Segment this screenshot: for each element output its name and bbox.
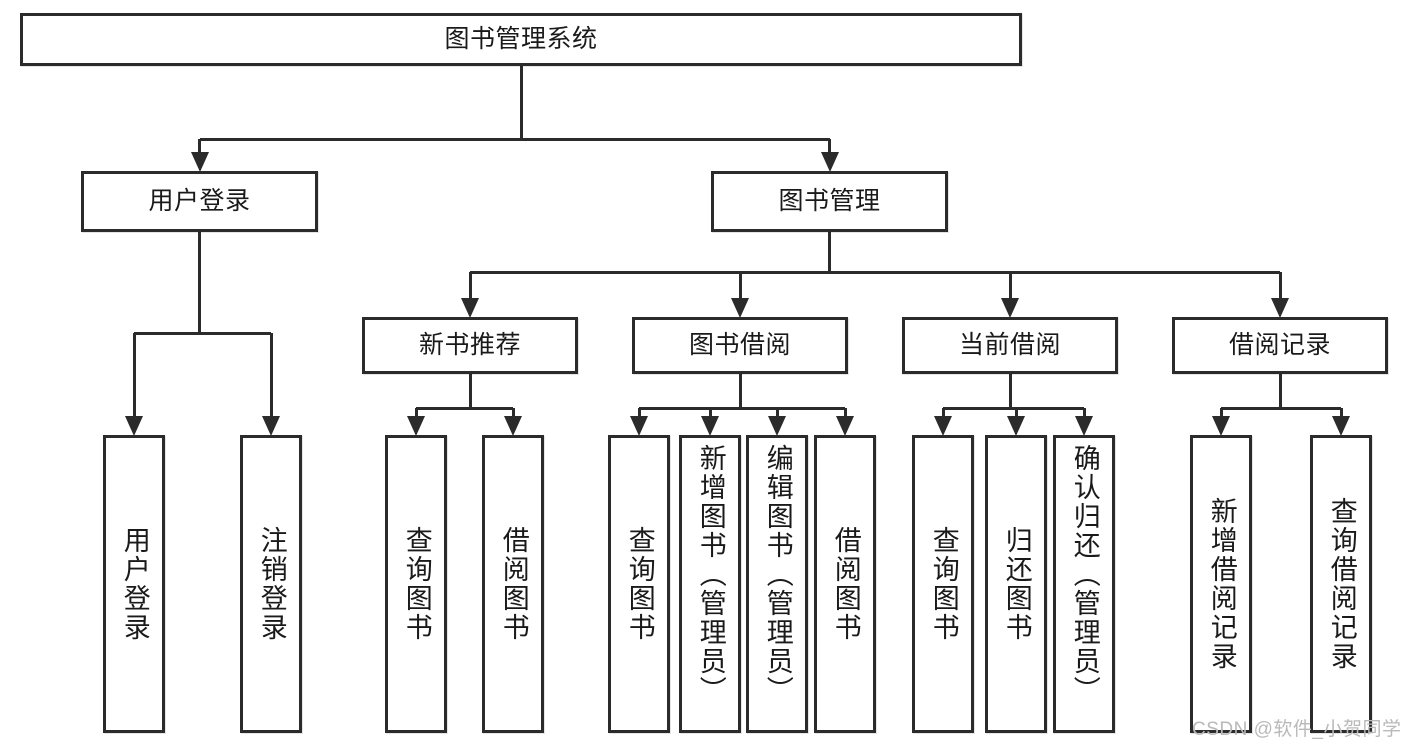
new-book-rec-trunk [468, 374, 472, 408]
node-root-label: 图书管理系统 [444, 25, 598, 53]
book-borrow-branch-3 [843, 408, 847, 417]
node-leaf-return-book[interactable]: 归还图书 [985, 435, 1047, 733]
user-login-bus [134, 331, 271, 335]
new-book-rec-branch-1 [511, 408, 515, 417]
book-borrow-branch-0 [637, 408, 641, 417]
node-current-borrow-label: 当前借阅 [958, 331, 1061, 359]
book-manage-branch-3 [1278, 272, 1282, 299]
current-borrow-arrow-1 [1007, 416, 1025, 436]
node-borrow-record[interactable]: 借阅记录 [1172, 317, 1388, 374]
borrow-record-branch-0 [1219, 408, 1223, 417]
node-book-manage-label: 图书管理 [778, 187, 881, 215]
node-book-borrow[interactable]: 图书借阅 [632, 317, 848, 374]
node-leaf-user-login-label: 用户登录 [119, 526, 150, 642]
node-leaf-query-book-3[interactable]: 查询图书 [912, 435, 974, 733]
user-login-arrow-1 [262, 416, 280, 436]
current-borrow-branch-0 [941, 408, 945, 417]
book-manage-bus [470, 270, 1280, 274]
node-leaf-query-book-2[interactable]: 查询图书 [608, 435, 670, 733]
node-leaf-borrow-book-1-label: 借阅图书 [498, 526, 529, 642]
node-new-book-rec-label: 新书推荐 [418, 331, 521, 359]
user-login-trunk [198, 232, 201, 333]
new-book-rec-branch-0 [414, 408, 418, 417]
node-leaf-query-book-2-label: 查询图书 [624, 526, 655, 642]
node-leaf-query-record[interactable]: 查询借阅记录 [1310, 435, 1372, 733]
node-user-login-label: 用户登录 [148, 187, 251, 215]
node-leaf-query-book-3-label: 查询图书 [928, 526, 959, 642]
node-leaf-edit-book-label: 编辑图书（管理员） [762, 444, 793, 705]
node-leaf-query-book-1-label: 查询图书 [401, 526, 432, 642]
current-borrow-branch-1 [1014, 408, 1018, 417]
node-user-login[interactable]: 用户登录 [81, 171, 318, 232]
borrow-record-trunk [1278, 374, 1282, 408]
node-leaf-logout-label: 注销登录 [256, 526, 287, 642]
book-borrow-branch-1 [708, 408, 712, 417]
node-current-borrow[interactable]: 当前借阅 [902, 317, 1118, 374]
node-leaf-add-book[interactable]: 新增图书（管理员） [679, 435, 741, 733]
user-login-branch-1 [269, 333, 273, 417]
book-manage-arrow-1 [731, 298, 749, 318]
book-borrow-bus [639, 406, 845, 410]
borrow-record-arrow-1 [1332, 416, 1350, 436]
node-book-borrow-label: 图书借阅 [688, 331, 791, 359]
node-book-manage[interactable]: 图书管理 [711, 171, 948, 232]
user-login-branch-0 [132, 333, 136, 417]
node-leaf-borrow-book-2-label: 借阅图书 [830, 526, 861, 642]
new-book-rec-arrow-1 [504, 416, 522, 436]
book-borrow-arrow-2 [768, 416, 786, 436]
node-leaf-return-book-label: 归还图书 [1001, 526, 1032, 642]
borrow-record-branch-1 [1339, 408, 1343, 417]
book-borrow-trunk [738, 374, 742, 408]
current-borrow-arrow-2 [1075, 416, 1093, 436]
node-leaf-add-book-label: 新增图书（管理员） [695, 444, 726, 705]
node-leaf-query-record-label: 查询借阅记录 [1326, 497, 1357, 671]
user-login-arrow-0 [125, 416, 143, 436]
node-leaf-edit-book[interactable]: 编辑图书（管理员） [746, 435, 808, 733]
node-leaf-user-login[interactable]: 用户登录 [103, 435, 165, 733]
node-leaf-query-book-1[interactable]: 查询图书 [385, 435, 447, 733]
node-leaf-borrow-book-2[interactable]: 借阅图书 [814, 435, 876, 733]
book-manage-trunk [828, 232, 831, 272]
book-manage-branch-0 [468, 272, 472, 299]
borrow-record-arrow-0 [1212, 416, 1230, 436]
node-leaf-logout[interactable]: 注销登录 [240, 435, 302, 733]
node-leaf-borrow-book-1[interactable]: 借阅图书 [482, 435, 544, 733]
root-trunk [519, 66, 523, 139]
book-manage-arrow-0 [461, 298, 479, 318]
root-arrow-0 [190, 152, 209, 172]
current-borrow-bus [943, 406, 1084, 410]
book-manage-branch-1 [738, 272, 742, 299]
current-borrow-branch-2 [1082, 408, 1086, 417]
book-borrow-arrow-3 [836, 416, 854, 436]
node-new-book-rec[interactable]: 新书推荐 [362, 317, 578, 374]
node-leaf-add-record[interactable]: 新增借阅记录 [1190, 435, 1252, 733]
new-book-rec-bus [416, 406, 513, 410]
current-borrow-arrow-0 [934, 416, 952, 436]
watermark-text: CSDN @软件_小贺同学 [1192, 719, 1402, 740]
root-bus [199, 137, 830, 141]
book-manage-arrow-3 [1271, 298, 1289, 318]
root-arrow-1 [820, 152, 839, 172]
book-borrow-branch-2 [775, 408, 779, 417]
node-leaf-confirm-return[interactable]: 确认归还（管理员） [1053, 435, 1115, 733]
node-borrow-record-label: 借阅记录 [1228, 331, 1331, 359]
root-branch-1 [828, 139, 831, 153]
node-root[interactable]: 图书管理系统 [20, 13, 1022, 66]
new-book-rec-arrow-0 [407, 416, 425, 436]
node-leaf-add-record-label: 新增借阅记录 [1206, 497, 1237, 671]
borrow-record-bus [1221, 406, 1341, 410]
book-borrow-arrow-0 [630, 416, 648, 436]
current-borrow-trunk [1008, 374, 1012, 408]
book-manage-arrow-2 [1001, 298, 1019, 318]
root-branch-0 [198, 139, 201, 153]
book-manage-branch-2 [1008, 272, 1012, 299]
book-borrow-arrow-1 [701, 416, 719, 436]
node-leaf-confirm-return-label: 确认归还（管理员） [1069, 444, 1100, 705]
